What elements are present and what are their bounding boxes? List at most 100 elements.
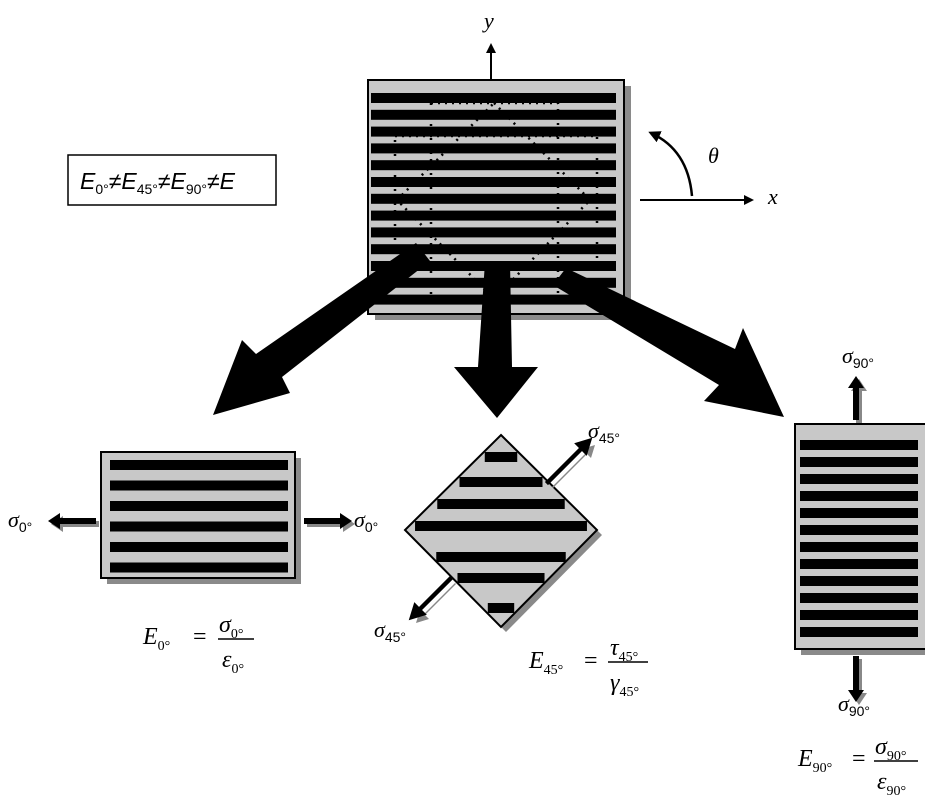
svg-text:σ0°: σ0° (219, 612, 243, 642)
stress-arrow-45-bottom (408, 575, 454, 621)
specimen-0-fiber (110, 501, 288, 511)
formula-0-numerator: σ (219, 612, 232, 638)
specimen-90-fiber (800, 491, 918, 501)
svg-text:γ45°: γ45° (610, 670, 639, 700)
specimen-45-fiber (457, 573, 545, 583)
formula-45-E: E (528, 648, 544, 674)
specimen-90-fiber (800, 474, 918, 484)
theta-label: θ (708, 143, 719, 168)
plate-fiber (371, 160, 616, 171)
formula-0-equals: = (193, 624, 207, 650)
formula-45deg: E45° = τ45° γ45° (528, 635, 648, 700)
plate-fiber (371, 143, 616, 154)
x-axis: x (640, 184, 778, 209)
plate-fiber (371, 244, 616, 255)
dotted-rect-outline (393, 134, 599, 268)
specimen-90-fiber (800, 525, 918, 535)
plate-fiber (371, 193, 616, 204)
formula-90-denominator: ε (877, 769, 887, 795)
formula-90-equals: = (852, 746, 866, 772)
formula-0-denominator-sub: 0° (231, 662, 244, 677)
specimen-90-fiber (800, 559, 918, 569)
stress-0-right-label: σ0° (354, 507, 378, 535)
specimen-45-fiber (437, 499, 565, 509)
stress-arrow-90-bottom (848, 656, 864, 702)
svg-text:E45°: E45° (528, 648, 563, 678)
formula-0-denominator: ε (222, 647, 232, 673)
plate-fiber (371, 177, 616, 187)
specimen-90-fiber (800, 508, 918, 518)
svg-text:τ45°: τ45° (610, 635, 638, 665)
stress-arrow-90-top (848, 376, 864, 420)
specimen-0-fiber (110, 460, 288, 470)
formula-90-numerator: σ (875, 734, 888, 760)
formula-0-E-sub: 0° (158, 639, 171, 654)
specimen-45-fiber (415, 521, 587, 531)
stress-90-bottom-label: σ90° (838, 691, 870, 719)
specimen-0-fiber (110, 480, 288, 491)
specimen-90-fibers (800, 440, 918, 637)
specimen-90-fiber (800, 593, 918, 603)
specimen-45-fibers (415, 452, 587, 613)
stress-arrow-45-bottom-shadow (416, 583, 456, 623)
inequality-frame (67, 154, 277, 206)
formula-0-E: E (142, 624, 158, 650)
stress-0-left-label: σ0° (8, 507, 32, 535)
stress-arrow-45-top (544, 437, 593, 486)
formula-0deg: E0° = σ0° ε0° (142, 612, 254, 677)
svg-text:E0°: E0° (142, 624, 170, 654)
specimen-45deg: σ45° σ45° E45° = τ45° γ45° (374, 418, 648, 700)
svg-text:σ90°: σ90° (875, 734, 906, 764)
specimen-90-fiber (800, 457, 918, 467)
specimen-45-fiber (484, 452, 518, 462)
specimen-90-fiber (800, 440, 918, 450)
formula-45-E-sub: 45° (544, 663, 564, 678)
big-arrow-center (454, 262, 538, 418)
formula-45-numerator: τ (610, 635, 620, 661)
specimen-90-fiber (800, 627, 918, 637)
x-axis-label: x (767, 184, 778, 209)
plate-fiber (371, 126, 616, 137)
stress-45-bottom-label: σ45° (374, 617, 406, 645)
big-arrows (213, 243, 784, 418)
formula-90-E: E (797, 746, 813, 772)
formula-90-E-sub: 90° (813, 761, 833, 776)
stress-45-top-label: σ45° (588, 418, 620, 446)
modulus-inequality-box: E0°≠E45°≠E90°≠E (67, 154, 277, 206)
specimen-90-fiber (800, 576, 918, 586)
plate-fiber (371, 227, 616, 238)
big-arrow-left (213, 243, 430, 415)
formula-45-equals: = (584, 648, 598, 674)
specimen-90deg: σ90° σ90° E90° = σ90° ε90° (794, 343, 925, 796)
specimen-0-fibers (110, 460, 288, 573)
specimen-45-fiber (436, 552, 566, 562)
svg-text:ε0°: ε0° (222, 647, 244, 677)
theta-rotation: θ (648, 131, 719, 197)
formula-45-denominator: γ (610, 670, 620, 696)
specimen-0-fiber (110, 542, 288, 552)
stress-arrow-0-left (48, 513, 96, 529)
svg-text:ε90°: ε90° (877, 769, 906, 796)
specimen-45-fiber (459, 477, 543, 487)
specimen-90-fiber (800, 542, 918, 552)
formula-90deg: E90° = σ90° ε90° (797, 734, 918, 796)
stress-arrow-0-right (304, 513, 352, 529)
inequality-text: E0°≠E45°≠E90°≠E (80, 168, 236, 197)
plate-fiber (371, 93, 616, 103)
plate-fiber (371, 210, 616, 221)
specimen-0-body (100, 451, 296, 579)
specimen-0deg: σ0° σ0° E0° = σ0° ε0° (8, 451, 378, 677)
specimen-0-fiber (110, 521, 288, 532)
specimen-45-fiber (487, 603, 515, 613)
stress-arrow-45-top-shadow (552, 445, 595, 488)
stress-90-top-label: σ90° (842, 343, 874, 371)
y-axis: y (482, 8, 496, 80)
plate-fiber (371, 109, 616, 120)
formula-45-denominator-sub: 45° (619, 685, 639, 700)
formula-90-denominator-sub: 90° (886, 784, 906, 796)
theta-arc-arrow (648, 131, 694, 197)
specimen-0-fiber (110, 562, 288, 573)
y-axis-label: y (482, 8, 494, 33)
specimen-90-fiber (800, 610, 918, 620)
